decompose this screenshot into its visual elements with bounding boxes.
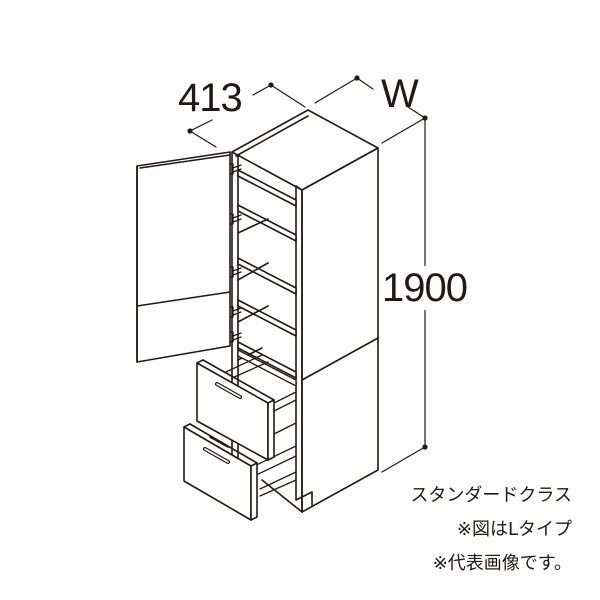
interior-shelves (237, 169, 297, 379)
dimension-lines (187, 75, 428, 473)
height-dimension-label: 1900 (382, 266, 468, 310)
grade-caption: スタンダードクラス (410, 485, 572, 506)
upper-drawer-handle-icon (215, 382, 242, 399)
lower-drawer (183, 423, 258, 521)
open-door (136, 151, 231, 363)
upper-drawer (196, 359, 275, 461)
depth-dimension-label: 413 (178, 76, 243, 120)
type-note-caption: ※図はLタイプ (456, 519, 572, 540)
representative-note-caption: ※代表画像です。 (432, 553, 572, 574)
lower-drawer-handle-icon (203, 447, 230, 464)
width-dimension-label: W (381, 72, 419, 116)
